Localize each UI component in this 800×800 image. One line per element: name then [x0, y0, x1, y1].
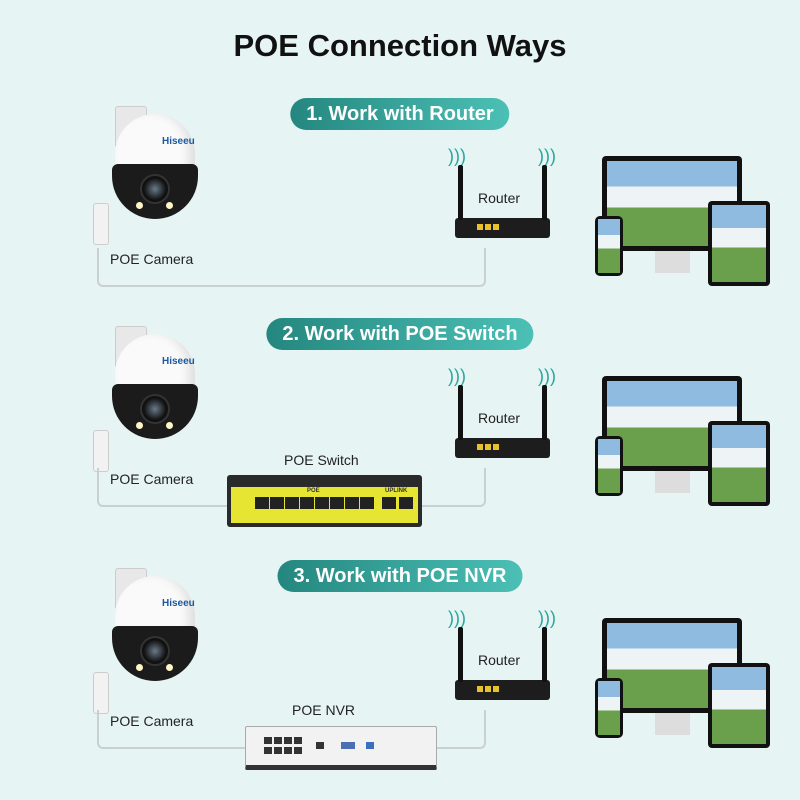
- section-heading: 1. Work with Router: [290, 98, 510, 130]
- wifi-icon: ))): [538, 366, 556, 386]
- section-heading: 2. Work with POE Switch: [266, 318, 534, 350]
- poe-port: [330, 497, 344, 509]
- connection-section: 2. Work with POE Switch Hiseeu POE Camer…: [0, 318, 800, 558]
- poe-port: [255, 497, 269, 509]
- router-label: Router: [478, 190, 521, 206]
- router-label: Router: [478, 652, 521, 668]
- camera-led: [166, 422, 173, 429]
- switch-poe-text: POE: [307, 488, 320, 494]
- router-image: [455, 627, 550, 700]
- wifi-icon: ))): [538, 146, 556, 166]
- ethernet-plug-icon: [93, 430, 109, 472]
- wifi-icon: ))): [538, 608, 556, 628]
- camera-brand-logo: Hiseeu: [162, 356, 195, 367]
- router-port: [477, 224, 483, 230]
- camera-lens: [140, 174, 170, 204]
- camera-label: POE Camera: [110, 251, 194, 267]
- phone-screen: [598, 439, 620, 493]
- tablet-screen: [712, 205, 766, 282]
- router-antenna: [458, 165, 463, 220]
- nvr-poe-port: [294, 737, 302, 744]
- camera-led: [136, 202, 143, 209]
- tablet-image: [708, 201, 770, 286]
- router-label: Router: [478, 410, 521, 426]
- nvr-poe-port: [264, 747, 272, 754]
- page-title: POE Connection Ways: [233, 28, 567, 63]
- router-image: [455, 165, 550, 238]
- router-antenna: [542, 385, 547, 440]
- poe-port: [270, 497, 284, 509]
- poe-camera-image: Hiseeu: [110, 568, 200, 683]
- ethernet-plug-icon: [93, 203, 109, 245]
- router-port: [493, 224, 499, 230]
- camera-led: [166, 664, 173, 671]
- poe-port: [345, 497, 359, 509]
- tablet-image: [708, 663, 770, 748]
- router-port: [485, 686, 491, 692]
- router-antenna: [458, 385, 463, 440]
- camera-led: [136, 664, 143, 671]
- wifi-icon: ))): [448, 366, 466, 386]
- poe-camera-image: Hiseeu: [110, 326, 200, 441]
- camera-led: [166, 202, 173, 209]
- ethernet-cable: [97, 248, 486, 287]
- nvr-label: POE NVR: [292, 702, 356, 718]
- camera-lens: [140, 394, 170, 424]
- poe-port: [315, 497, 329, 509]
- tablet-image: [708, 421, 770, 506]
- nvr-poe-port: [274, 747, 282, 754]
- router-port: [477, 686, 483, 692]
- switch-label: POE Switch: [284, 452, 359, 468]
- phone-image: [595, 216, 623, 276]
- uplink-port: [399, 497, 413, 509]
- poe-camera-image: Hiseeu: [110, 106, 200, 221]
- router-image: [455, 385, 550, 458]
- uplink-port: [382, 497, 396, 509]
- tablet-screen: [712, 425, 766, 502]
- phone-image: [595, 678, 623, 738]
- phone-image: [595, 436, 623, 496]
- switch-uplink-text: UPLINK: [385, 488, 408, 494]
- nvr-poe-port: [294, 747, 302, 754]
- camera-lens: [140, 636, 170, 666]
- phone-screen: [598, 681, 620, 735]
- poe-port: [300, 497, 314, 509]
- router-port: [485, 444, 491, 450]
- nvr-poe-port: [274, 737, 282, 744]
- nvr-poe-port: [284, 747, 292, 754]
- camera-brand-logo: Hiseeu: [162, 136, 195, 147]
- phone-screen: [598, 219, 620, 273]
- monitor-stand: [655, 251, 690, 273]
- nvr-vga-port: [341, 742, 355, 749]
- section-heading: 3. Work with POE NVR: [277, 560, 523, 592]
- poe-switch-image: POE UPLINK: [227, 475, 422, 527]
- router-port: [477, 444, 483, 450]
- wifi-icon: ))): [448, 608, 466, 628]
- router-antenna: [458, 627, 463, 682]
- router-antenna: [542, 627, 547, 682]
- poe-port: [360, 497, 374, 509]
- ethernet-plug-icon: [93, 672, 109, 714]
- nvr-usb-port: [366, 742, 374, 749]
- camera-label: POE Camera: [110, 713, 194, 729]
- router-port: [485, 224, 491, 230]
- tablet-screen: [712, 667, 766, 744]
- nvr-lan-port: [316, 742, 324, 749]
- router-antenna: [542, 165, 547, 220]
- poe-port: [285, 497, 299, 509]
- monitor-stand: [655, 471, 690, 493]
- connection-section: 1. Work with Router Hiseeu POE Camera ))…: [0, 98, 800, 338]
- router-port: [493, 444, 499, 450]
- camera-brand-logo: Hiseeu: [162, 598, 195, 609]
- nvr-poe-port: [284, 737, 292, 744]
- connection-section: 3. Work with POE NVR Hiseeu POE Camera )…: [0, 560, 800, 800]
- wifi-icon: ))): [448, 146, 466, 166]
- poe-nvr-image: [245, 726, 437, 770]
- monitor-stand: [655, 713, 690, 735]
- camera-label: POE Camera: [110, 471, 194, 487]
- camera-led: [136, 422, 143, 429]
- router-port: [493, 686, 499, 692]
- nvr-poe-port: [264, 737, 272, 744]
